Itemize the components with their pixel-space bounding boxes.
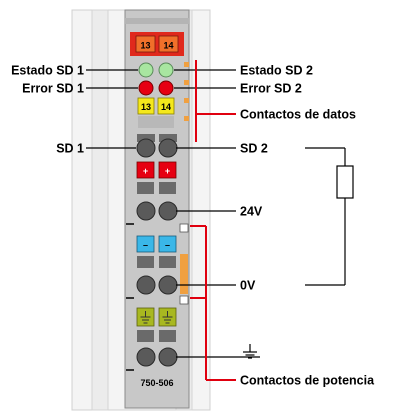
load-circuit [305, 147, 346, 286]
status-led-2 [158, 62, 174, 78]
label-sd2: SD 2 [240, 142, 268, 156]
terminal-module: 13 14 13 14 + + – – [124, 9, 190, 409]
minus-marker-2 [158, 235, 177, 253]
left-leader-lines [86, 69, 138, 149]
label-24v: 24V [240, 205, 263, 219]
ground-symbol-icon [243, 344, 257, 359]
terminal-sd1 [136, 138, 156, 158]
ground-marker-2-icon [162, 311, 173, 324]
plus-marker-2 [158, 161, 177, 179]
io-channel-2: 14 [161, 102, 171, 112]
terminal-0v-2 [158, 275, 178, 295]
plus-sign-2: + [165, 166, 170, 176]
terminal-sd2 [158, 138, 178, 158]
resistor-load-icon [336, 165, 354, 199]
rail-tick-marks [126, 223, 134, 371]
top-channel-1: 13 [140, 41, 150, 51]
terminal-pe-2 [158, 347, 178, 367]
status-led-1 [138, 62, 154, 78]
label-data-contacts: Contactos de datos [240, 108, 356, 122]
error-led-2 [158, 80, 174, 96]
label-sd1: SD 1 [56, 142, 84, 156]
ground-marker-1-icon [140, 311, 151, 324]
right-leader-lines [174, 69, 260, 358]
plus-sign-1: + [143, 166, 148, 176]
power-contacts-bracket [190, 225, 236, 381]
minus-marker-1 [136, 235, 155, 253]
error-led-1 [138, 80, 154, 96]
label-power-contacts: Contactos de potencia [240, 374, 375, 388]
channel-marker-1 [137, 97, 155, 115]
label-status-sd1: Estado SD 1 [11, 64, 84, 78]
terminal-0v-1 [136, 275, 156, 295]
io-channel-1: 13 [141, 102, 151, 112]
label-0v: 0V [240, 279, 256, 293]
plus-marker-1 [136, 161, 155, 179]
label-error-sd2: Error SD 2 [240, 82, 302, 96]
label-error-sd1: Error SD 1 [22, 82, 84, 96]
data-contact-tabs [184, 62, 189, 121]
terminal-24v-2 [158, 201, 178, 221]
data-contacts-bracket [195, 60, 236, 142]
minus-sign-2: – [165, 240, 170, 250]
top-channel-2: 14 [163, 41, 173, 51]
terminal-pe-1 [136, 347, 156, 367]
channel-marker-2 [157, 97, 175, 115]
model-number: 750-506 [140, 378, 173, 388]
minus-sign-1: – [143, 240, 148, 250]
terminal-24v-1 [136, 201, 156, 221]
orange-tab [180, 254, 188, 294]
label-status-sd2: Estado SD 2 [240, 64, 313, 78]
